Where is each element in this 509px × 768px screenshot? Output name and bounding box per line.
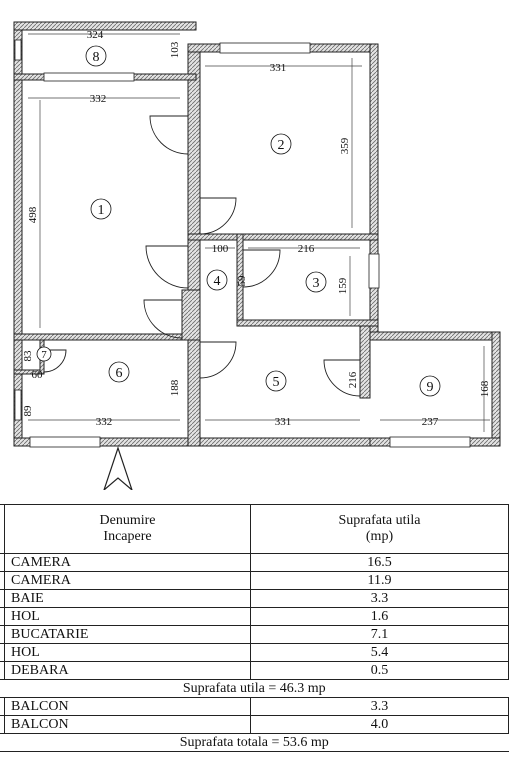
row-name: BUCATARIE [4,625,251,644]
dim-60: 60 [32,369,44,381]
room-2-number: 2 [278,138,285,153]
doors [43,115,361,397]
dimension-lines [28,33,490,432]
useful-total: Suprafata utila = 46.3 mp [0,679,509,698]
room-3: 3 [305,271,327,293]
row-area: 1.6 [250,607,509,626]
useful-total-row: Suprafata utila = 46.3 mp [0,679,509,698]
room-4: 4 [206,269,228,291]
dim-331-top: 331 [270,62,287,74]
row-area: 16.5 [250,553,509,572]
row-name: DEBARA [4,661,251,680]
room-8-number: 8 [93,50,100,65]
dim-103: 103 [169,41,181,58]
room-6-number: 6 [116,366,123,381]
room-7-number: 7 [41,349,47,361]
row-name: HOL [4,607,251,626]
grand-total-row: Suprafata totala = 53.6 mp [0,733,509,752]
dim-332-top: 332 [90,93,107,105]
row-name: CAMERA [4,571,251,590]
row-name: HOL [4,643,251,662]
room-7: 7 [36,346,52,362]
room-9-number: 9 [427,380,434,395]
row-area: 11.9 [250,571,509,590]
room-6: 6 [108,361,130,383]
dim-324: 324 [87,29,104,41]
room-8: 8 [85,45,107,67]
room-3-number: 3 [313,276,320,291]
room-4-number: 4 [214,274,221,289]
row-area: 0.5 [250,661,509,680]
table-header: Denumire Incapere Suprafata utila (mp) [0,504,509,554]
dim-332-bottom: 332 [96,416,113,428]
dim-359: 359 [339,137,351,154]
row-area: 3.3 [250,589,509,608]
dim-498: 498 [27,206,39,223]
floor-plan: 1 2 3 4 5 6 7 8 9 324 103 331 332 359 49… [13,21,501,490]
dim-188: 188 [169,379,181,396]
grand-total: Suprafata totala = 53.6 mp [0,733,509,752]
row-name: BAIE [4,589,251,608]
header-room-name: Denumire Incapere [4,504,251,554]
room-numbers: 1 2 3 4 5 6 7 8 9 [36,45,441,397]
dim-216-top: 216 [298,243,315,255]
room-2: 2 [270,133,292,155]
row-area: 4.0 [250,715,509,734]
dim-331-bottom: 331 [275,416,292,428]
row-area: 3.3 [250,697,509,716]
dim-237: 237 [422,416,439,428]
room-5: 5 [265,370,287,392]
north-arrow-icon [103,446,133,490]
row-area: 7.1 [250,625,509,644]
area-table: Denumire Incapere Suprafata utila (mp) C… [0,504,509,752]
room-1: 1 [90,198,112,220]
room-1-number: 1 [98,203,105,218]
row-name: CAMERA [4,553,251,572]
room-5-number: 5 [273,375,280,390]
row-name: BALCON [4,697,251,716]
dim-100: 100 [212,243,229,255]
dim-216-side: 216 [347,371,359,388]
dim-89: 89 [22,405,34,417]
windows [14,39,471,448]
header-area: Suprafata utila (mp) [250,504,509,554]
dim-159: 159 [337,277,349,294]
dim-59: 59 [236,275,248,287]
dim-83: 83 [22,350,34,362]
dimension-labels: 324 103 331 332 359 498 100 216 59 159 8… [22,29,491,428]
row-area: 5.4 [250,643,509,662]
row-name: BALCON [4,715,251,734]
dim-168: 168 [479,380,491,397]
room-9: 9 [419,375,441,397]
